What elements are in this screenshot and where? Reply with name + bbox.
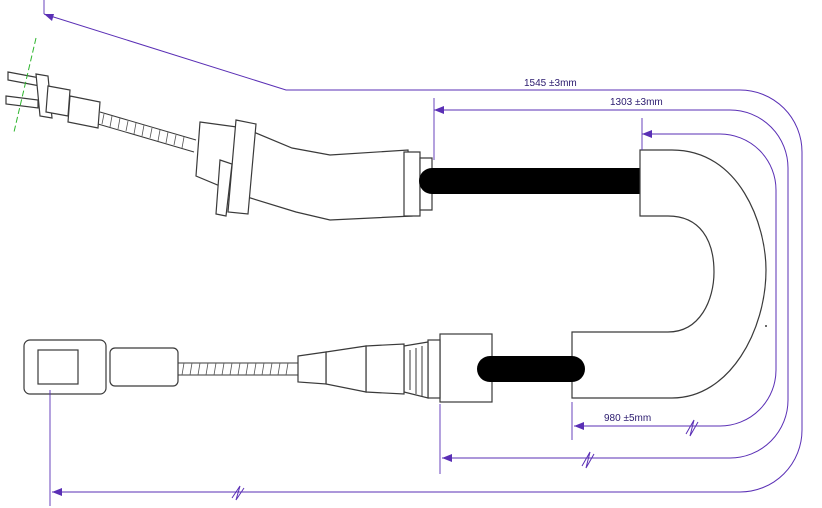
u-bend-conduit xyxy=(571,149,767,399)
dimension-middle xyxy=(433,98,789,474)
dimension-label-middle: 1303 ±3mm xyxy=(610,97,663,108)
upper-clevis-fitting xyxy=(5,71,101,129)
dimension-overall xyxy=(43,0,803,506)
upper-centerline xyxy=(13,37,37,133)
reference-dot xyxy=(765,325,767,327)
upper-wire xyxy=(97,111,197,153)
lower-housing xyxy=(297,333,493,403)
lower-wire xyxy=(178,362,298,376)
dimension-inner xyxy=(571,118,777,440)
upper-ferrule-housing xyxy=(195,119,433,221)
dimension-label-inner: 980 ±5mm xyxy=(604,413,651,424)
dimension-label-overall: 1545 ±3mm xyxy=(524,78,577,89)
lower-end-fitting xyxy=(23,339,179,395)
